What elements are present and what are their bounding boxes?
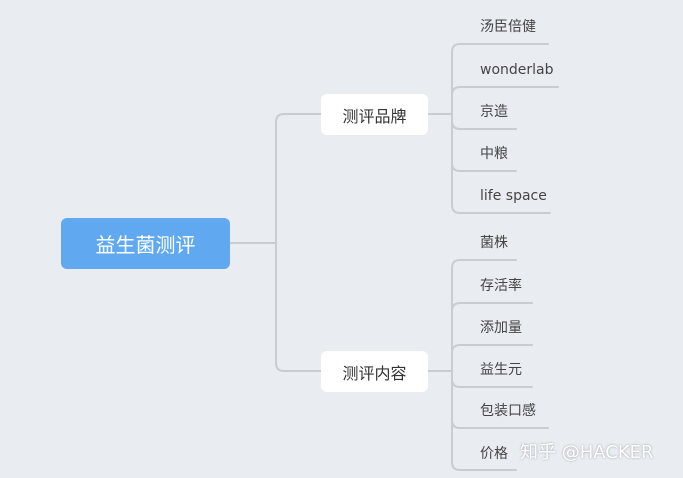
leaf-label: 中粮 (480, 146, 508, 162)
leaf-node[interactable]: 京造 (480, 102, 508, 122)
root-node[interactable]: 益生菌测评 (61, 218, 230, 269)
leaf-node[interactable]: 添加量 (480, 318, 522, 338)
root-node-label: 益生菌测评 (95, 233, 196, 257)
leaf-label: 价格 (480, 446, 508, 462)
leaf-node[interactable]: 益生元 (480, 360, 522, 380)
leaf-label: 益生元 (480, 362, 522, 378)
leaf-node[interactable]: 中粮 (480, 144, 508, 164)
leaf-node[interactable]: wonderlab (480, 60, 554, 80)
connector-line (451, 162, 517, 172)
leaf-label: 存活率 (480, 278, 522, 294)
watermark: 知乎 @HACKER (520, 442, 654, 463)
branch-node-label: 测评内容 (342, 363, 407, 383)
leaf-label: 汤臣倍健 (480, 19, 536, 35)
branch-node-content[interactable]: 测评内容 (321, 351, 428, 392)
connector-line (451, 461, 517, 471)
connector-line (451, 344, 533, 354)
leaf-node[interactable]: life space (480, 186, 547, 206)
leaf-label: 菌株 (480, 235, 508, 251)
leaf-label: 京造 (480, 104, 508, 120)
connector-line (451, 120, 517, 130)
connector-line (451, 302, 533, 312)
connector-line (451, 259, 517, 269)
leaf-node[interactable]: 包装口感 (480, 401, 536, 421)
leaf-node[interactable]: 存活率 (480, 276, 522, 296)
branch-node-label: 测评品牌 (342, 106, 407, 126)
connector-line (275, 113, 322, 244)
leaf-node[interactable]: 价格 (480, 444, 508, 464)
connector-line (275, 242, 322, 372)
branch-node-brands[interactable]: 测评品牌 (321, 94, 428, 135)
leaf-node[interactable]: 菌株 (480, 233, 508, 253)
connector-line (451, 86, 559, 96)
connector-line (451, 204, 551, 214)
leaf-label: wonderlab (480, 62, 554, 78)
connector-line (451, 378, 533, 388)
leaf-label: 包装口感 (480, 403, 536, 419)
leaf-label: life space (480, 188, 547, 204)
connector-line (451, 43, 549, 53)
connector-line (451, 419, 549, 429)
leaf-label: 添加量 (480, 320, 522, 336)
leaf-node[interactable]: 汤臣倍健 (480, 17, 536, 37)
